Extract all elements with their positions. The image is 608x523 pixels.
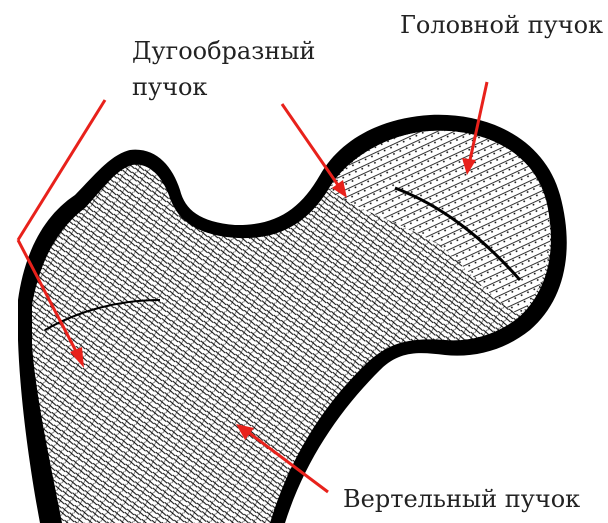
label-head-bundle: Головной пучок (400, 10, 603, 40)
label-trochanteric-bundle: Вертельный пучок (343, 484, 580, 514)
arrow-to-neck (282, 104, 347, 198)
label-arcuate-bundle-line2: пучок (132, 72, 207, 102)
label-arcuate-bundle-line1: Дугообразный (132, 36, 315, 66)
